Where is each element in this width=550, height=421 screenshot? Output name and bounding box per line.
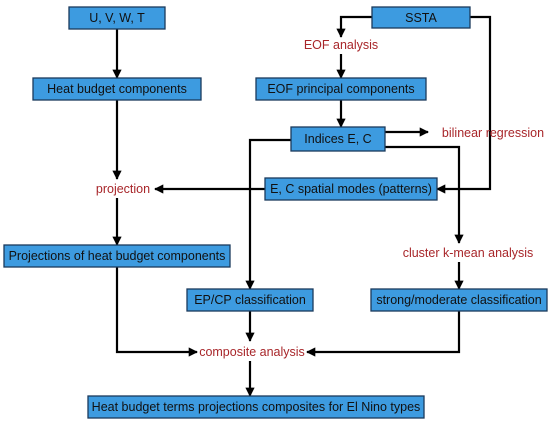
uvwt-label: U, V, W, T bbox=[89, 11, 145, 25]
arrow-projections-to-composite bbox=[115, 267, 198, 357]
strong-moderate-classification-box: strong/moderate classification bbox=[370, 288, 548, 312]
arrow-ssta-to-spatial-modes bbox=[436, 15, 492, 194]
projection-label: projection bbox=[96, 182, 150, 196]
arrow-indices-to-cluster bbox=[385, 145, 464, 244]
bilinear-regression-label: bilinear regression bbox=[442, 126, 544, 140]
projections-heat-budget-label: Projections of heat budget components bbox=[9, 249, 226, 263]
uvwt-box: U, V, W, T bbox=[68, 6, 166, 30]
connectors bbox=[112, 15, 492, 397]
final-composites-label: Heat budget terms projections composites… bbox=[92, 400, 421, 414]
composite-analysis-label: composite analysis bbox=[199, 345, 305, 359]
ec-spatial-modes-label: E, C spatial modes (patterns) bbox=[270, 182, 432, 196]
indices-ec-label: Indices E, C bbox=[304, 132, 371, 146]
eof-principal-components-label: EOF principal components bbox=[267, 82, 414, 96]
epcp-classification-box: EP/CP classification bbox=[186, 288, 314, 312]
final-composites-box: Heat budget terms projections composites… bbox=[87, 395, 425, 419]
arrow-indices-to-epcp bbox=[245, 138, 291, 290]
arrow-strong-moderate-to-composite bbox=[306, 311, 461, 357]
ssta-box: SSTA bbox=[371, 6, 471, 29]
arrow-ssta-to-eof-analysis bbox=[336, 15, 372, 38]
heat-budget-components-label: Heat budget components bbox=[47, 82, 187, 96]
projections-heat-budget-box: Projections of heat budget components bbox=[3, 244, 231, 268]
indices-ec-box: Indices E, C bbox=[290, 126, 386, 152]
heat-budget-components-box: Heat budget components bbox=[32, 77, 202, 101]
cluster-kmean-label: cluster k-mean analysis bbox=[403, 246, 534, 260]
epcp-classification-label: EP/CP classification bbox=[194, 293, 306, 307]
strong-moderate-classification-label: strong/moderate classification bbox=[376, 293, 541, 307]
ssta-label: SSTA bbox=[405, 11, 437, 25]
eof-principal-components-box: EOF principal components bbox=[255, 77, 427, 101]
eof-analysis-label: EOF analysis bbox=[304, 38, 378, 52]
ec-spatial-modes-box: E, C spatial modes (patterns) bbox=[264, 177, 438, 201]
